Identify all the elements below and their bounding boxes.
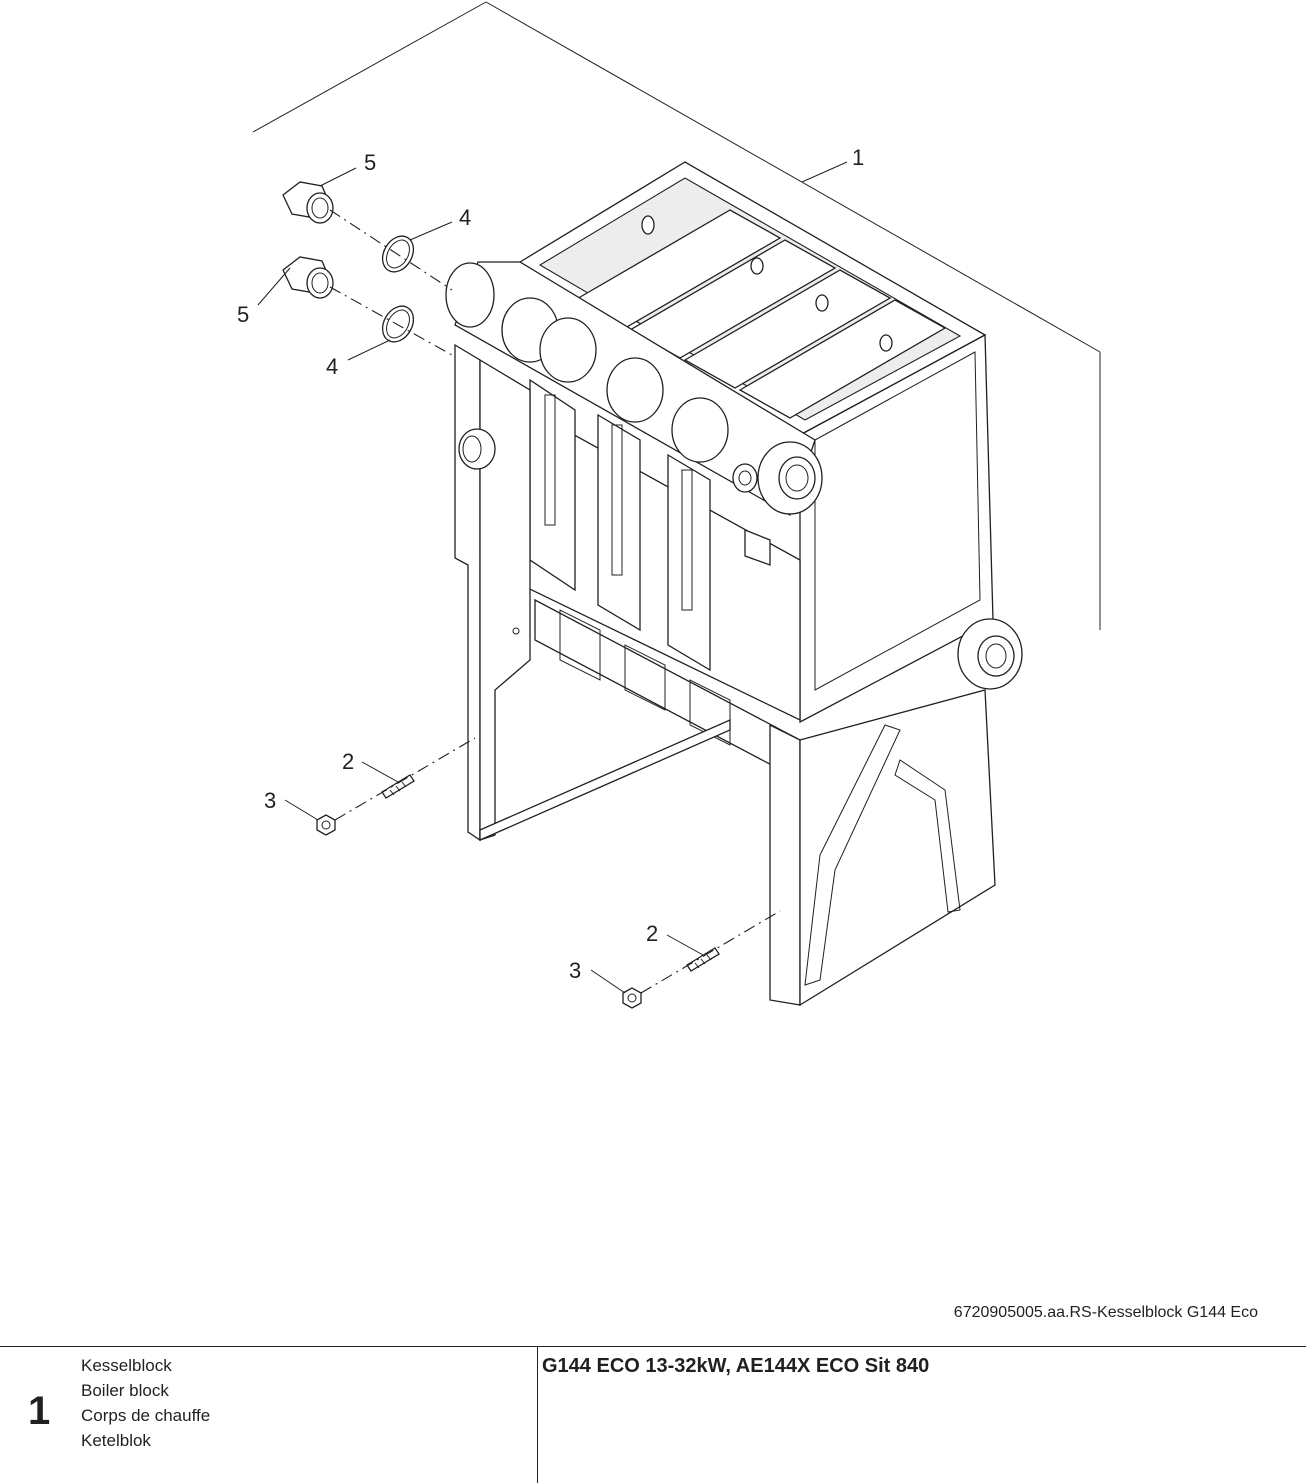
- assembly-axes: [329, 209, 781, 994]
- nut-left: [316, 814, 336, 836]
- callout-3-right: 3: [569, 958, 581, 983]
- callout-1: 1: [852, 145, 864, 170]
- part-name-fr: Corps de chauffe: [81, 1406, 211, 1425]
- part-name-de: Kesselblock: [81, 1356, 172, 1375]
- assembly-frame-lines: [252, 1, 1101, 630]
- part-name-en: Boiler block: [81, 1381, 169, 1400]
- footer-divider: [537, 1347, 538, 1483]
- boiler-block: [445, 161, 1023, 1007]
- callout-5-lower: 5: [237, 302, 249, 327]
- plug-upper: [282, 181, 334, 224]
- sealing-ring-upper: [381, 235, 415, 273]
- stud-left: [381, 774, 415, 799]
- sealing-ring-lower: [381, 305, 415, 343]
- model-title: G144 ECO 13-32kW, AE144X ECO Sit 840: [542, 1355, 930, 1377]
- callout-5-upper: 5: [364, 150, 376, 175]
- parts-footer: 1 Kesselblock Boiler block Corps de chau…: [0, 1346, 1306, 1483]
- boiler-block-exploded-drawing: 1 5 4 5 4 2 3 2 3: [237, 1, 1101, 1009]
- position-number: 1: [28, 1389, 51, 1433]
- nut-right: [622, 987, 642, 1009]
- callout-4-upper: 4: [459, 205, 471, 230]
- callout-4-lower: 4: [326, 354, 338, 379]
- part-name-nl: Ketelblok: [81, 1431, 151, 1450]
- callout-3-left: 3: [264, 788, 276, 813]
- callout-labels: 1 5 4 5 4 2 3 2 3: [237, 145, 864, 983]
- callout-2-right: 2: [646, 921, 658, 946]
- part-names: Kesselblock Boiler block Corps de chauff…: [81, 1353, 210, 1453]
- plug-lower: [282, 256, 334, 299]
- callout-2-left: 2: [342, 749, 354, 774]
- stud-right: [686, 947, 720, 972]
- leader-lines: [257, 161, 848, 994]
- figure-reference: 6720905005.aa.RS-Kesselblock G144 Eco: [953, 1304, 1258, 1321]
